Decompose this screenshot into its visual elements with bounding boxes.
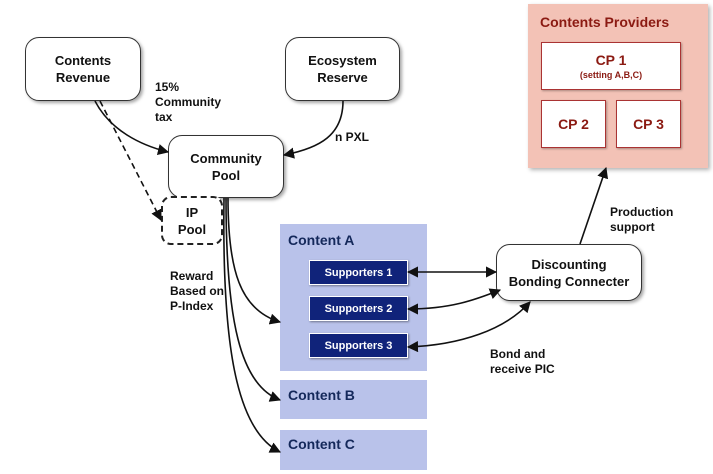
bonding-connecter-label: Discounting Bonding Connecter <box>508 256 630 289</box>
arrow-pool-to-content-b <box>225 197 282 402</box>
contents-revenue-label: Contents Revenue <box>54 53 112 85</box>
cp3-box[interactable]: CP 3 <box>616 100 681 148</box>
supporters-2-label: Supporters 2 <box>324 302 393 315</box>
ip-pool-label: IP Pool <box>177 204 207 237</box>
cp2-box[interactable]: CP 2 <box>541 100 606 148</box>
contents-providers-title: Contents Providers <box>540 14 670 30</box>
content-b-title: Content B <box>288 387 355 403</box>
community-pool-label: Community Pool <box>190 150 262 183</box>
reward-label: Reward Based on P-Index <box>170 269 225 313</box>
cp1-box[interactable]: CP 1 (setting A,B,C) <box>541 42 681 90</box>
content-c-title: Content C <box>288 436 355 452</box>
arrow-connecter-to-providers <box>579 166 609 245</box>
content-c-panel: Content C <box>280 430 427 470</box>
cp1-note: (setting A,B,C) <box>579 70 643 80</box>
content-b-panel: Content B <box>280 380 427 419</box>
arrow-revenue-to-ip-pool <box>99 100 162 221</box>
contents-revenue-node[interactable]: Contents Revenue <box>25 37 141 101</box>
community-tax-label: 15% Community tax <box>155 80 221 124</box>
arrow-supporters2-connecter <box>406 288 502 315</box>
ecosystem-reserve-label: Ecosystem Reserve <box>308 53 377 85</box>
arrow-reserve-to-pool <box>282 100 344 159</box>
cp3-label: CP 3 <box>633 116 664 132</box>
n-pxl-label: n PXL <box>335 130 370 144</box>
supporters-1-label: Supporters 1 <box>324 266 393 279</box>
bonding-connecter-node[interactable]: Discounting Bonding Connecter <box>496 244 642 301</box>
content-a-title: Content A <box>288 232 355 248</box>
supporters-1-box[interactable]: Supporters 1 <box>309 260 408 285</box>
supporters-3-box[interactable]: Supporters 3 <box>309 333 408 358</box>
arrow-revenue-to-pool <box>94 100 170 155</box>
contents-providers-panel: Contents Providers CP 1 (setting A,B,C) … <box>528 4 708 168</box>
arrow-pool-to-content-a <box>227 197 282 325</box>
ip-pool-node[interactable]: IP Pool <box>161 196 223 245</box>
production-support-label: Production support <box>610 205 674 234</box>
supporters-2-box[interactable]: Supporters 2 <box>309 296 408 321</box>
arrow-supporters3-connecter <box>406 301 531 353</box>
supporters-3-label: Supporters 3 <box>324 339 393 352</box>
cp1-label: CP 1 <box>595 52 627 68</box>
arrow-pool-to-content-c <box>223 197 282 453</box>
ecosystem-reserve-node[interactable]: Ecosystem Reserve <box>285 37 400 101</box>
cp2-label: CP 2 <box>558 116 589 132</box>
community-pool-node[interactable]: Community Pool <box>168 135 284 198</box>
